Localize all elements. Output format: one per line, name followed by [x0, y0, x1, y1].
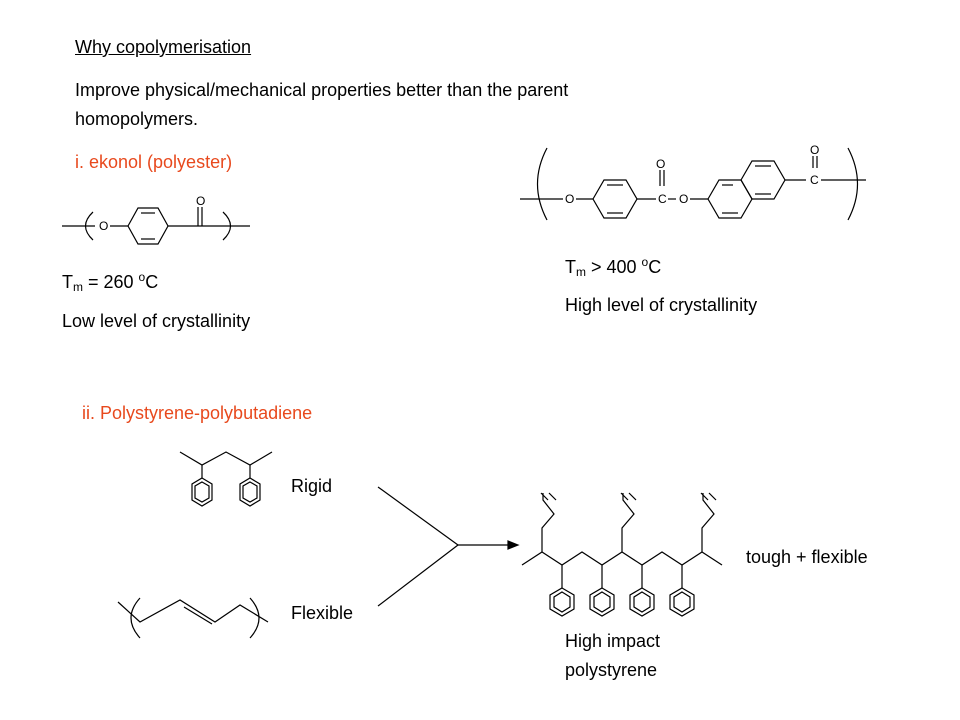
copolyester-structure: O O C O O C [520, 143, 866, 221]
phenyl-ring-a [549, 587, 575, 617]
bracket-left [130, 597, 141, 639]
section-polystyrene-polybutadiene: ii. Polystyrene-polybutadiene [82, 403, 313, 423]
section-ekonol: i. ekonol (polyester) [75, 152, 233, 172]
hips-structure [521, 492, 723, 617]
label-flexible: Flexible [291, 603, 354, 623]
phenyl-ring-d [669, 587, 695, 617]
benzene-ring [592, 179, 638, 219]
reaction-arrows [377, 486, 520, 607]
hips-line-2: polystyrene [565, 660, 658, 680]
label-rigid: Rigid [291, 476, 333, 496]
phenyl-ring-2 [239, 477, 261, 507]
carbonyl-carbon: C [658, 192, 667, 206]
crystallinity-low: Low level of crystallinity [62, 311, 251, 331]
oxygen-atom: O [99, 219, 108, 233]
naphthalene-ring-b [740, 160, 786, 200]
hips-line-1: High impact [565, 631, 661, 651]
bracket-right [847, 147, 858, 221]
bracket-right [249, 597, 260, 639]
phenyl-ring-1 [191, 477, 213, 507]
arrow-head [507, 540, 520, 550]
crystallinity-high: High level of crystallinity [565, 295, 758, 315]
intro-line-1: Improve physical/mechanical properties b… [75, 80, 569, 100]
carbonyl-oxygen: O [196, 194, 205, 208]
tm-copolyester: Tm > 400 oC [565, 255, 662, 279]
polybutadiene-structure [117, 597, 269, 639]
phenyl-ring-b [589, 587, 615, 617]
ester-oxygen: O [679, 192, 688, 206]
carbonyl-carbon-2: C [810, 173, 819, 187]
naphthalene-ring-a [707, 179, 753, 219]
label-tough-flexible: tough + flexible [746, 547, 868, 567]
polystyrene-structure [179, 451, 273, 507]
carbonyl-oxygen: O [656, 157, 665, 171]
heading: Why copolymerisation [75, 37, 252, 57]
bracket-left [537, 147, 548, 221]
phenyl-ring-c [629, 587, 655, 617]
tm-ekonol: Tm = 260 oC [62, 270, 159, 294]
intro-line-2: homopolymers. [75, 109, 199, 129]
ekonol-structure: O O [62, 194, 250, 245]
oxygen-atom: O [565, 192, 574, 206]
carbonyl-oxygen-2: O [810, 143, 819, 157]
